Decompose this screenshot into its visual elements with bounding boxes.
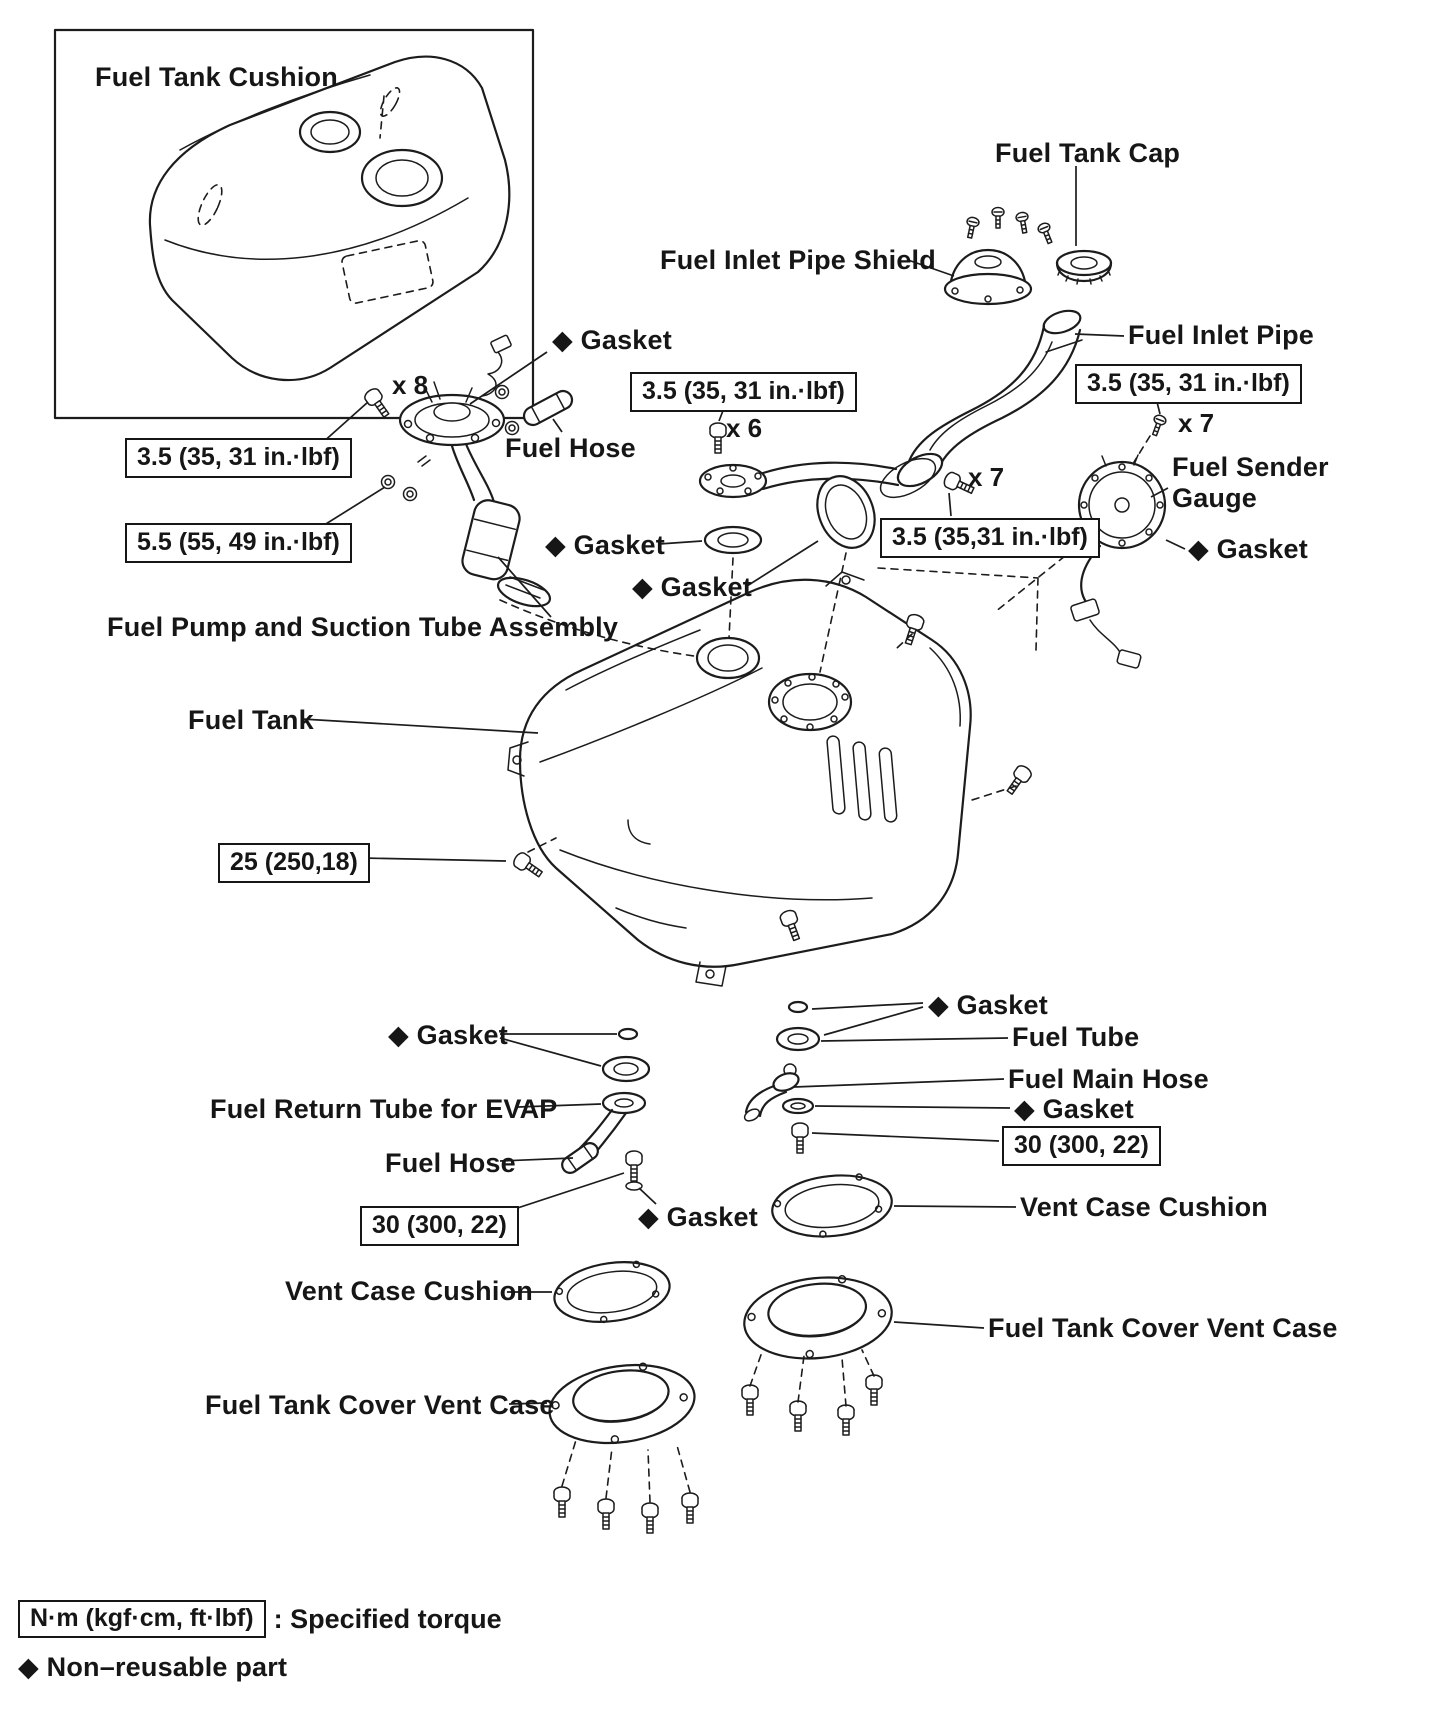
label-gasket-pump-flange: ◆ Gasket — [552, 325, 672, 355]
label-fuel-tank-cushion: Fuel Tank Cushion — [95, 62, 338, 92]
label-fuel-hose-lower: Fuel Hose — [385, 1148, 516, 1178]
torque-pump-flange-bolts: 3.5 (35, 31 in.·lbf) — [125, 438, 352, 478]
dashed-install-lines — [499, 435, 1151, 853]
label-vent-case-cushion-left: Vent Case Cushion — [285, 1276, 533, 1306]
label-gasket-fuel-tube: ◆ Gasket — [928, 990, 1048, 1020]
qty-x7-right: x 7 — [1178, 408, 1215, 438]
fuel-pump-drawing — [361, 334, 552, 608]
label-gasket-filler-ring: ◆ Gasket — [632, 572, 752, 602]
fuel-tank-cover-vent-case-right-drawing — [741, 1275, 893, 1436]
label-fuel-tube: Fuel Tube — [1012, 1022, 1140, 1052]
torque-inlet-flange-bolts: 3.5 (35, 31 in.·lbf) — [630, 372, 857, 412]
fuel-tank-drawing — [507, 571, 1035, 987]
label-gasket-filler-flange: ◆ Gasket — [545, 530, 665, 560]
label-gasket-return-bolt: ◆ Gasket — [638, 1202, 758, 1232]
torque-main-hose-bolt: 30 (300, 22) — [1002, 1126, 1161, 1166]
label-fuel-return-tube-evap: Fuel Return Tube for EVAP — [210, 1094, 558, 1124]
fuel-tank-cap-drawing — [1055, 249, 1113, 285]
legend-torque-meaning: : Specified torque — [273, 1603, 502, 1634]
label-cover-vent-case-left: Fuel Tank Cover Vent Case — [205, 1390, 555, 1420]
label-fuel-hose-upper: Fuel Hose — [505, 433, 636, 463]
fuel-tank-cushion-drawing — [53, 28, 535, 420]
qty-x8: x 8 — [392, 370, 429, 400]
label-fuel-sender-gauge-line1: Fuel Sender — [1172, 452, 1329, 482]
torque-inlet-pipe-screws: 3.5 (35,31 in.·lbf) — [880, 518, 1100, 558]
label-vent-case-cushion-right: Vent Case Cushion — [1020, 1192, 1268, 1222]
fuel-return-tube-drawing — [561, 1027, 651, 1191]
vent-case-cushion-left-drawing — [553, 1260, 671, 1324]
fuel-hose-upper-drawing — [522, 389, 574, 427]
label-fuel-sender-gauge-line2: Gauge — [1172, 483, 1258, 514]
inlet-pipe-flange-drawing — [698, 422, 977, 555]
torque-sender-screws: 3.5 (35, 31 in.·lbf) — [1075, 364, 1302, 404]
label-fuel-sender-gauge: Fuel Sender Gauge — [1172, 452, 1329, 514]
torque-return-tube-bolt: 30 (300, 22) — [360, 1206, 519, 1246]
legend-nonreusable: ◆ Non–reusable part — [18, 1652, 288, 1682]
legend-torque-row: N·m (kgf·cm, ft·lbf) : Specified torque — [18, 1600, 502, 1638]
torque-tank-band-bolts: 25 (250,18) — [218, 843, 370, 883]
fuel-tube-drawing — [775, 1000, 821, 1052]
label-fuel-inlet-pipe: Fuel Inlet Pipe — [1128, 320, 1315, 350]
label-fuel-pump-assembly: Fuel Pump and Suction Tube Assembly — [107, 612, 619, 642]
label-cover-vent-case-right: Fuel Tank Cover Vent Case — [988, 1313, 1338, 1343]
fuel-inlet-pipe-drawing — [879, 309, 1083, 499]
fuel-tank-cover-vent-case-left-drawing — [548, 1362, 699, 1534]
label-gasket-return-tube: ◆ Gasket — [388, 1020, 508, 1050]
label-fuel-inlet-pipe-shield: Fuel Inlet Pipe Shield — [660, 245, 936, 275]
torque-pump-nuts: 5.5 (55, 49 in.·lbf) — [125, 523, 352, 563]
fuel-sender-gauge-drawing — [1070, 412, 1168, 669]
legend-torque-unit-box: N·m (kgf·cm, ft·lbf) — [18, 1600, 266, 1638]
vent-case-cushion-right-drawing — [771, 1173, 893, 1238]
qty-x7-mid: x 7 — [968, 462, 1005, 492]
label-gasket-main-hose: ◆ Gasket — [1014, 1094, 1134, 1124]
fuel-inlet-pipe-shield-drawing — [943, 206, 1057, 306]
label-fuel-tank: Fuel Tank — [188, 705, 314, 735]
fuel-main-hose-drawing — [743, 1063, 815, 1154]
leader-lines — [301, 166, 1186, 1405]
label-gasket-sender: ◆ Gasket — [1188, 534, 1308, 564]
qty-x6: x 6 — [726, 413, 763, 443]
label-fuel-main-hose: Fuel Main Hose — [1008, 1064, 1209, 1094]
label-fuel-tank-cap: Fuel Tank Cap — [995, 138, 1181, 168]
